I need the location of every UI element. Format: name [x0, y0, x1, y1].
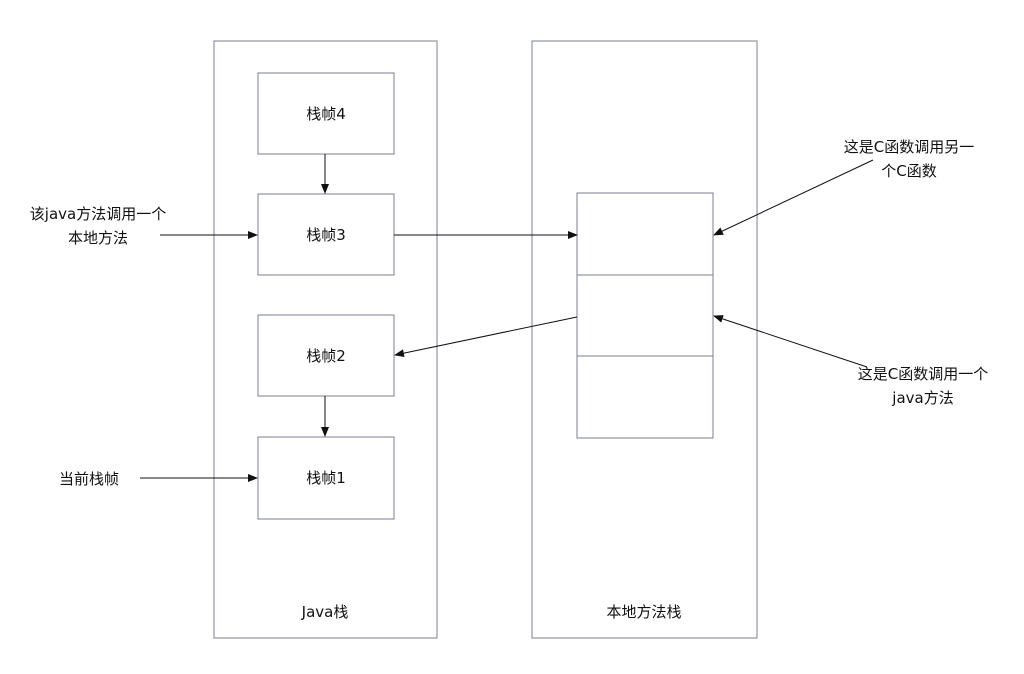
- annotation-c-calls-c-line2: 个C函数: [881, 162, 936, 180]
- java-frame-3-label: 栈帧3: [306, 226, 346, 244]
- java-frame-2-label: 栈帧2: [306, 347, 346, 365]
- arrow-annotation-c-calls-java: [713, 315, 868, 368]
- native-slot-bottom: [576, 355, 714, 439]
- annotation-c-calls-java-line2: java方法: [891, 389, 953, 407]
- java-stack-container: [213, 40, 438, 639]
- annotation-java-calls-native-line2: 本地方法: [68, 229, 128, 247]
- java-frame-1: 栈帧1: [257, 436, 395, 520]
- annotation-java-calls-native-line1: 该java方法调用一个: [30, 205, 166, 223]
- java-frame-4: 栈帧4: [257, 72, 395, 155]
- native-slot-top: [576, 192, 714, 276]
- annotation-current-frame: 当前栈帧: [59, 470, 119, 488]
- annotation-c-calls-c-line1: 这是C函数调用另一: [844, 138, 974, 156]
- native-slot-middle: [576, 274, 714, 357]
- annotation-c-calls-java-line1: 这是C函数调用一个: [858, 365, 988, 383]
- arrow-native-to-frame2: [394, 316, 578, 358]
- java-frame-1-label: 栈帧1: [306, 469, 346, 487]
- native-stack-container: [531, 40, 758, 639]
- arrow-annotation-c-calls-c: [713, 159, 874, 236]
- java-stack-label: Java栈: [301, 603, 349, 621]
- java-frame-4-label: 栈帧4: [306, 105, 346, 123]
- java-frame-3: 栈帧3: [257, 193, 395, 276]
- native-stack-label: 本地方法栈: [606, 603, 681, 621]
- java-frame-2: 栈帧2: [257, 314, 395, 397]
